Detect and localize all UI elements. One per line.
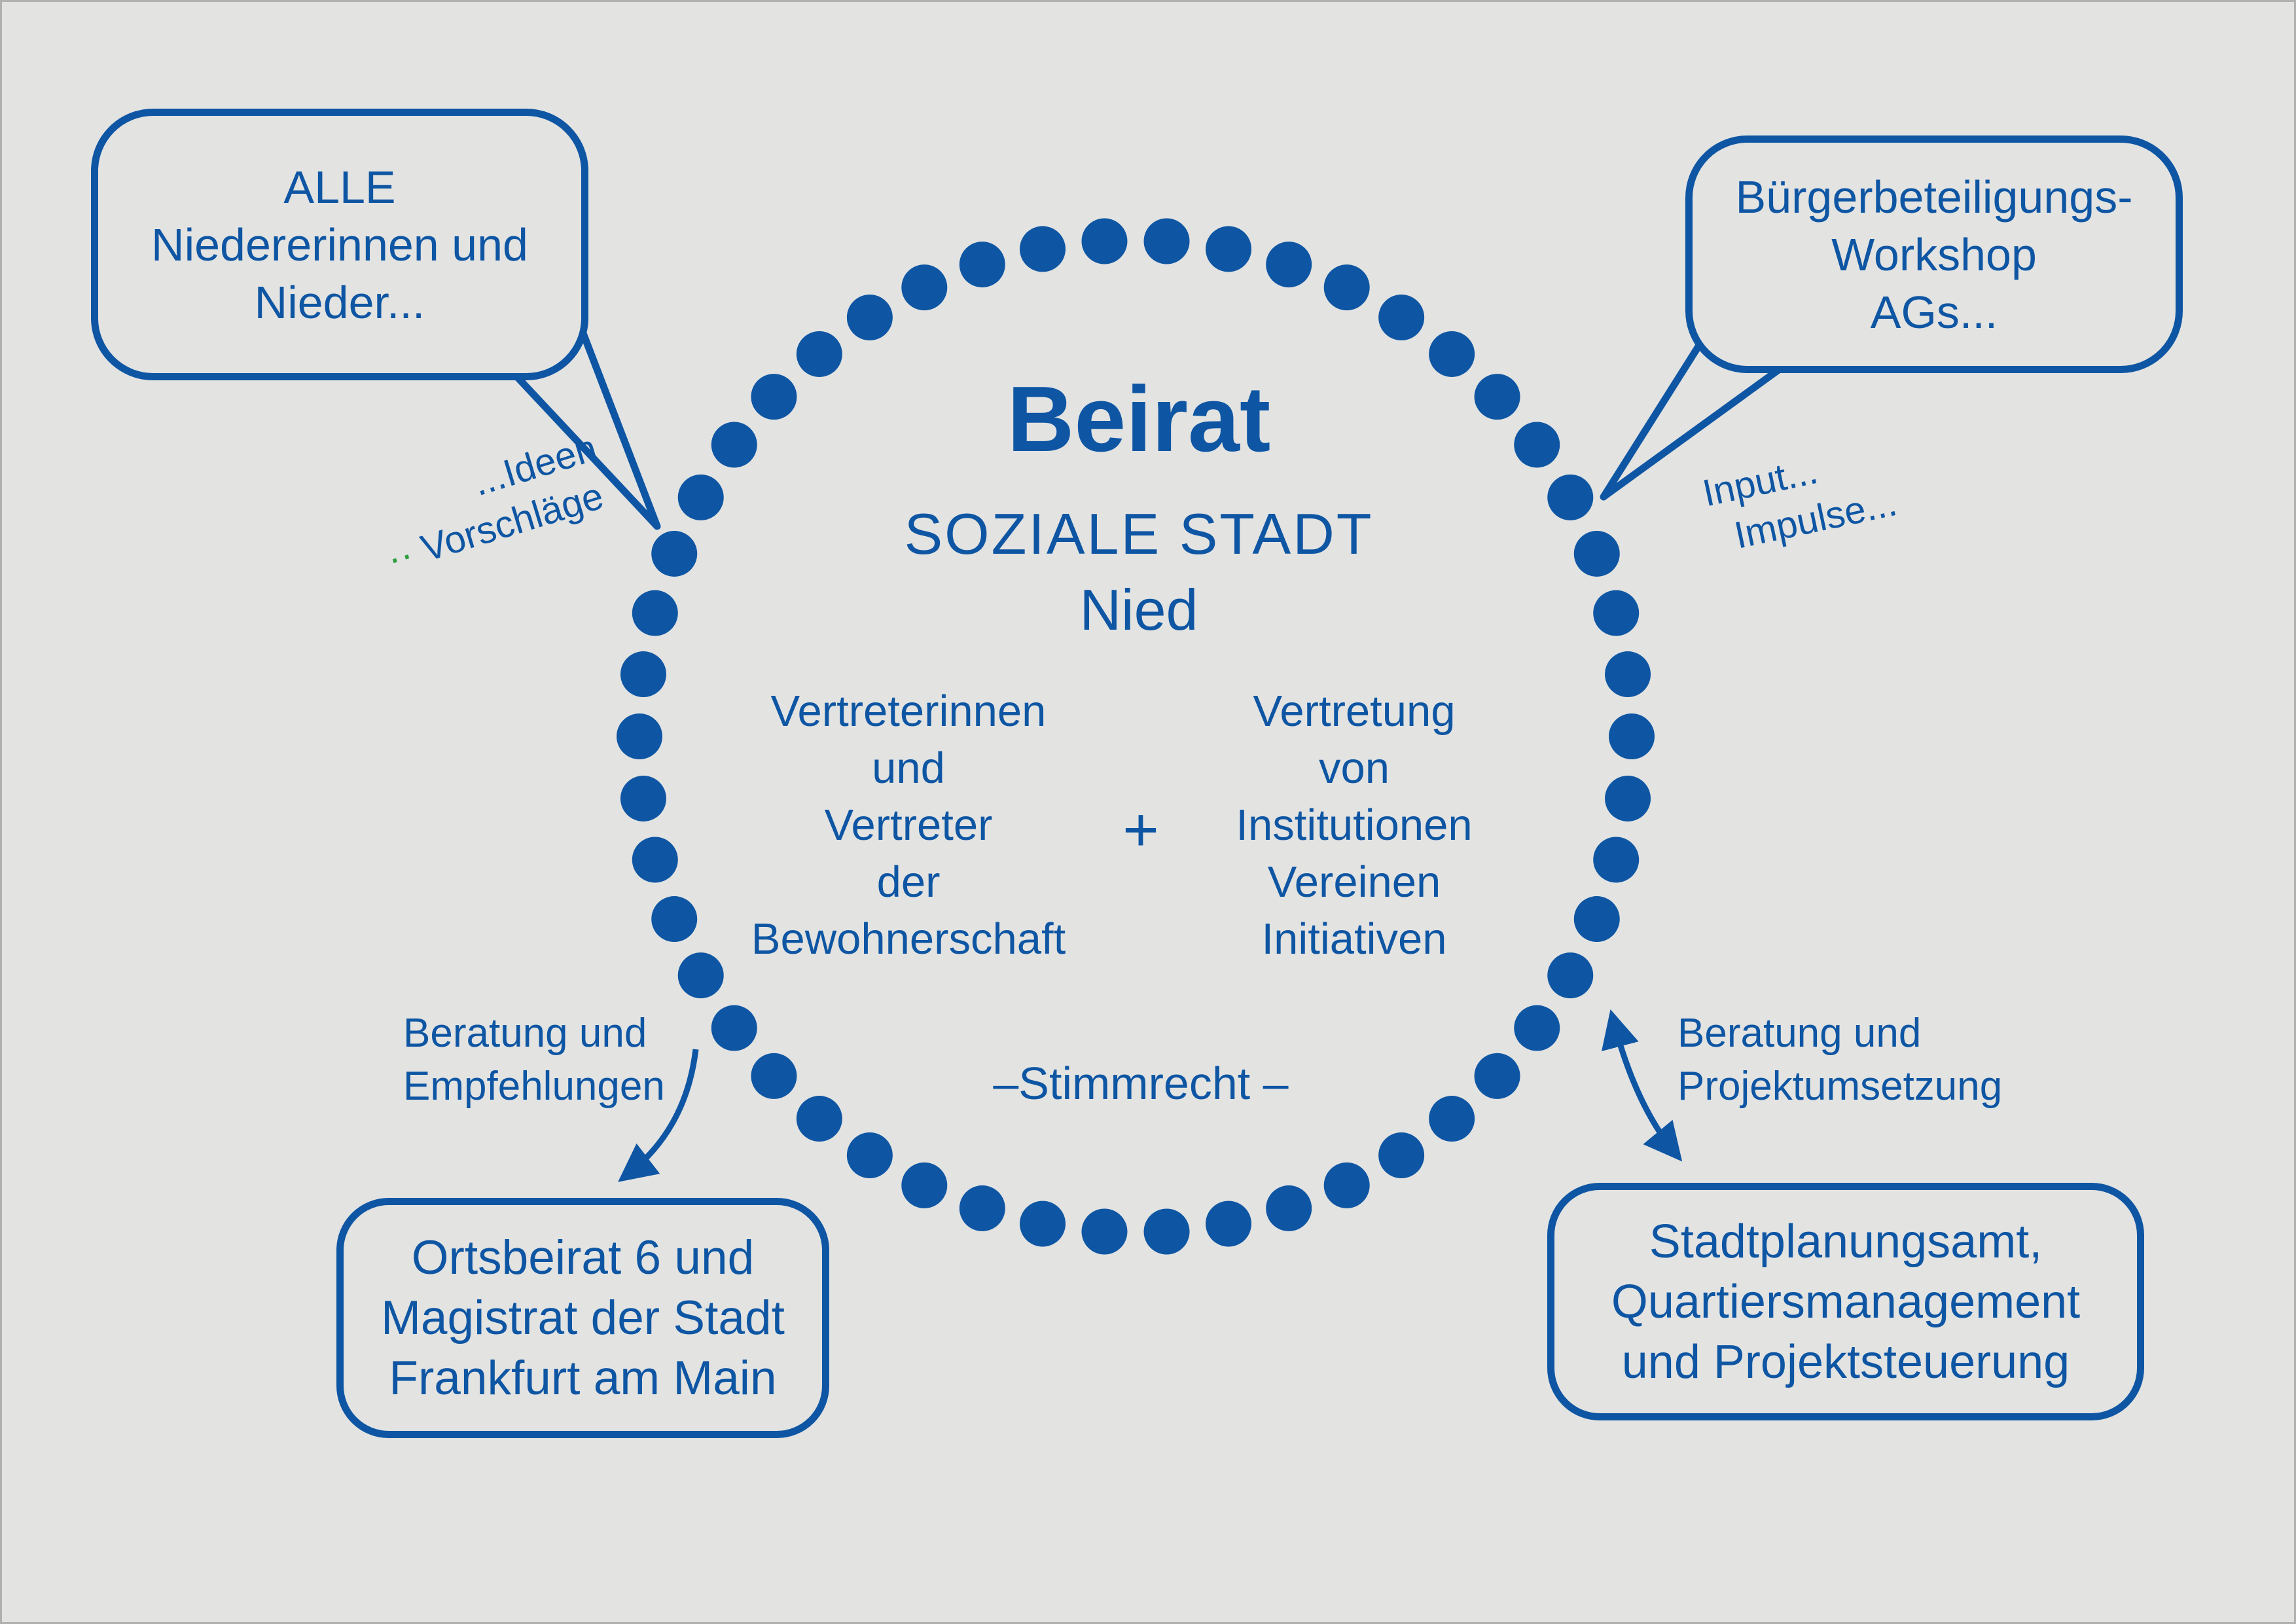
- box-line: Ortsbeirat 6 und: [411, 1231, 755, 1284]
- column-line: Vertreter: [824, 801, 993, 850]
- box-line: Magistrat der Stadt: [381, 1291, 785, 1344]
- annotation-line: Projektumsetzung: [1677, 1064, 2003, 1109]
- column-line: von: [1318, 744, 1390, 793]
- column-line: Vereinen: [1267, 857, 1441, 907]
- arrow-circle-stadtplanungsamt-bidirectional: [1602, 1009, 1683, 1162]
- plus-sign: +: [1122, 795, 1159, 865]
- callout-line: Workshop: [1831, 228, 2037, 280]
- box-stadtplanungsamt: Stadtplanungsamt, Quartiersmanagement un…: [1547, 1183, 2144, 1420]
- box-line: Stadtplanungsamt,: [1649, 1215, 2043, 1268]
- callout-alle-niedererinnen: ALLE Niedererinnen und Nieder...: [91, 109, 588, 380]
- arrow-circle-to-ortsbeirat: [618, 1049, 699, 1182]
- box-line: und Projektsteuerung: [1621, 1335, 2070, 1388]
- annotation-line: Empfehlungen: [403, 1064, 665, 1109]
- callout-line: Bürgerbeteiligungs-: [1735, 171, 2133, 223]
- callout-buergerbeteiligung: Bürgerbeteiligungs- Workshop AGs...: [1685, 135, 2183, 373]
- annotation-line: Beratung und: [403, 1011, 647, 1056]
- members-right-column: Vertretung von Institutionen Vereinen In…: [1138, 683, 1570, 967]
- annotation-line: Beratung und: [1677, 1011, 1922, 1056]
- annotation-beratung-projektumsetzung: Beratung und Projektumsetzung: [1677, 1007, 2002, 1113]
- box-line: Frankfurt am Main: [389, 1351, 777, 1405]
- dotted-circle: [617, 217, 1655, 1255]
- column-line: Vertreterinnen: [770, 687, 1047, 736]
- column-line: Bewohnerschaft: [751, 914, 1066, 964]
- column-line: Vertretung: [1253, 687, 1456, 736]
- callout-line: ALLE: [283, 161, 396, 213]
- column-line: Initiativen: [1261, 914, 1447, 964]
- box-line: Quartiersmanagement: [1611, 1275, 2081, 1328]
- callout-line: AGs...: [1870, 286, 1998, 338]
- callout-line: Nieder...: [254, 276, 425, 328]
- column-line: der: [876, 857, 941, 907]
- column-line: und: [872, 744, 945, 793]
- callout-line: Niedererinnen und: [151, 219, 528, 270]
- voting-note: –Stimmrecht –: [993, 1058, 1289, 1109]
- box-ortsbeirat-magistrat: Ortsbeirat 6 und Magistrat der Stadt Fra…: [336, 1198, 829, 1438]
- circle-subtitle-soziale-stadt: SOZIALE STADT: [904, 501, 1374, 566]
- circle-subtitle-nied: Nied: [1079, 577, 1198, 642]
- circle-title: Beirat: [1007, 367, 1271, 471]
- column-line: Institutionen: [1236, 801, 1473, 850]
- members-left-column: Vertreterinnen und Vertreter der Bewohne…: [692, 683, 1124, 967]
- annotation-beratung-empfehlungen: Beratung und Empfehlungen: [403, 1007, 665, 1113]
